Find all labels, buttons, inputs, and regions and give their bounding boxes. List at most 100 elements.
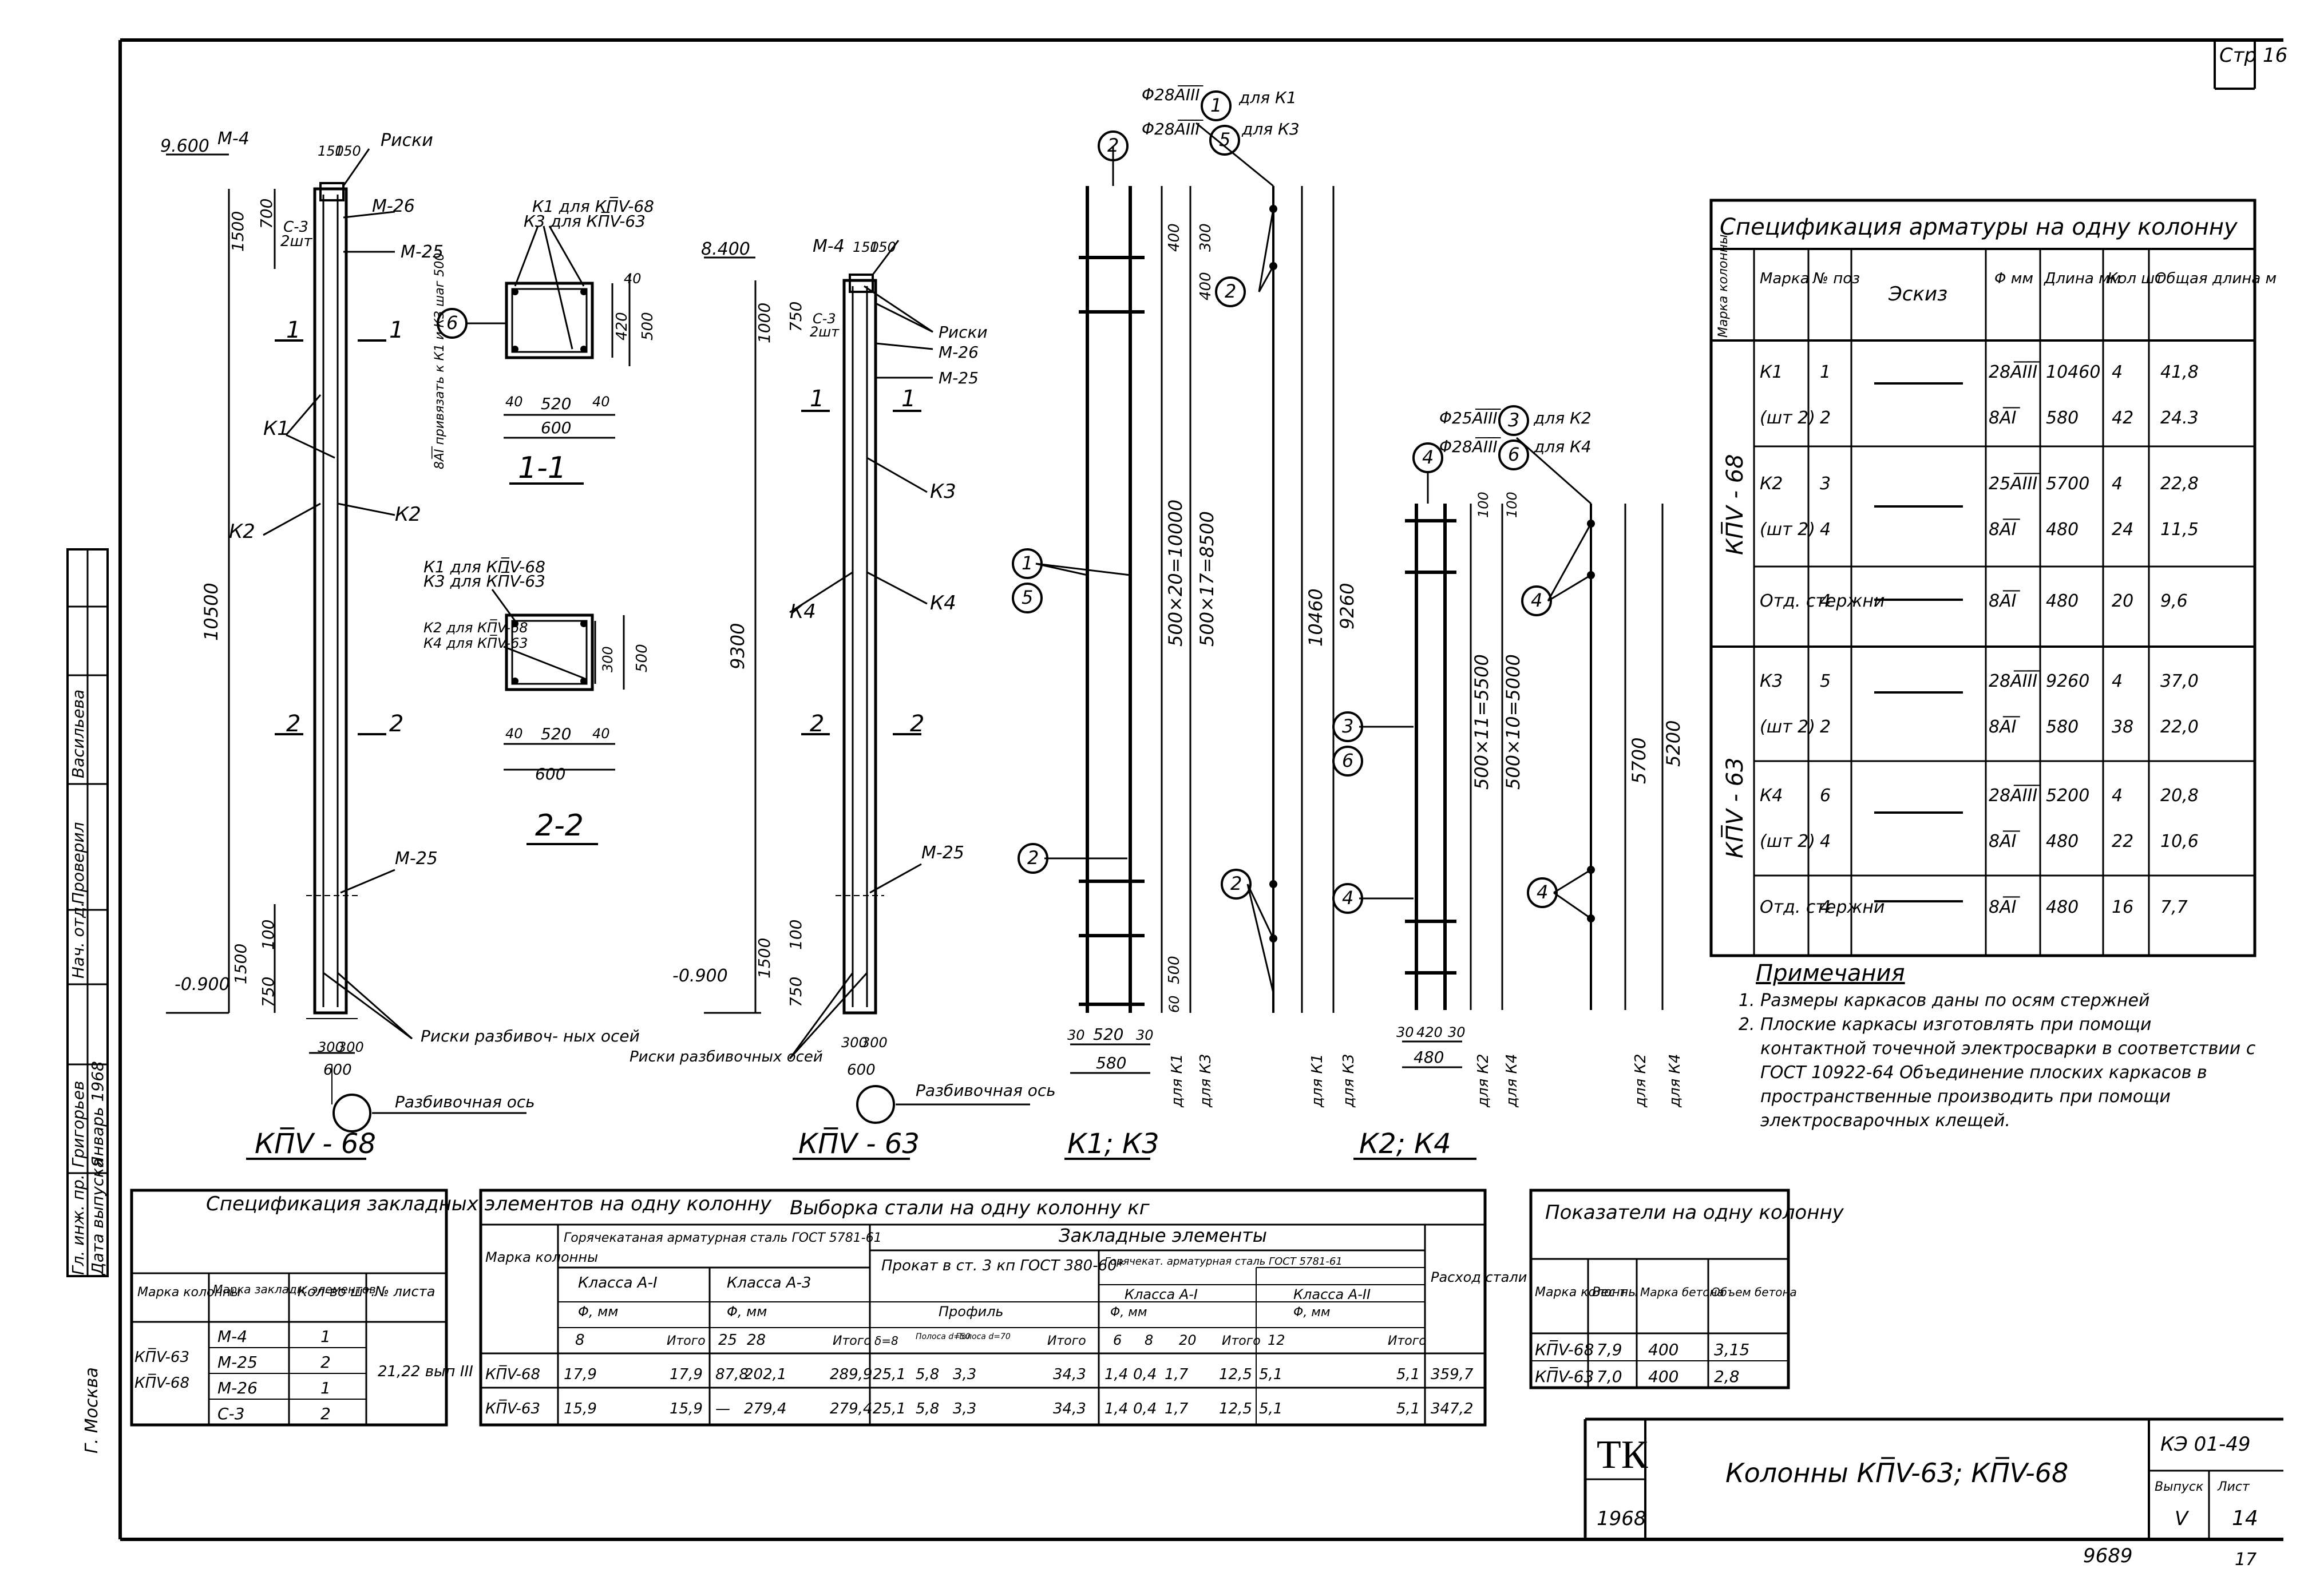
sec11-d500: 500 [639,312,656,340]
spec-rebar-cell: 22 [2112,831,2133,852]
kp63-d750b: 750 [786,977,805,1007]
k2k4-d5200: 5200 [1662,720,1684,767]
spec-embedded-title: Спецификация закладных элементов на одну… [206,1193,772,1215]
spec-rebar-h3: Эскиз [1888,283,1947,306]
k2k4-d30a: 30 [1396,1024,1414,1040]
indicators-cell: КП̅V-68 [1535,1340,1594,1359]
spec-rebar-cell: К4 [1760,786,1783,806]
spec-embedded-table [130,1189,448,1427]
k2k4-d30b: 30 [1448,1024,1466,1040]
steel-h-hot2: Горячекат. арматурная сталь ГОСТ 5781-61 [1104,1256,1343,1268]
k1k3-p1: 1 [1210,94,1222,116]
steel-h-a1b: Класса А-I [1125,1286,1198,1302]
k1k3-caption: К1; К3 [1067,1128,1159,1160]
spec-rebar-cell: 480 [2046,591,2079,611]
k1k3-p2d: 2 [1230,873,1242,894]
steel-h-a2: Класса А-II [1293,1286,1371,1302]
spec-rebar-h6: Кол шт [2107,270,2164,287]
steel-cell: 1,4 [1104,1366,1128,1383]
stamp-nach: Нач. отд. [69,902,88,979]
steel-h-phi-a: Φ, мм [578,1304,618,1320]
spec-rebar-cell: 8А̅I̅ [1989,518,2021,540]
k1k3-for-k3b: для К3 [1340,1054,1357,1108]
notes: Примечания Размеры каркасов даны по осям… [1745,961,2261,1133]
sec22-caption: 2-2 [535,809,584,843]
spec-rebar-cell: 41,8 [2160,362,2199,382]
steel-cell: 5,1 [1396,1366,1420,1383]
steel-cell: 17,9 [670,1366,703,1383]
kp63-d300b: 300 [861,1035,888,1051]
column-kp68 [166,148,526,1160]
spec-rebar-cell: 9,6 [2160,591,2188,611]
sec22-d600: 600 [535,765,565,783]
spec-embedded-h1: Марка закладн. элементов [213,1282,376,1296]
spec-rebar-title: Спецификация арматуры на одну колонну [1720,214,2238,240]
k2k4-caption: К2; К4 [1359,1128,1451,1160]
steel-sub-phi-ea2: Φ, мм [1293,1305,1331,1320]
spec-embedded-qty: 2 [320,1353,331,1372]
kp68-axis: Разбивочная ось [395,1092,535,1111]
sec22-label1: К1 для КП̅V-68 [423,557,545,576]
indicators-table [1529,1189,1790,1389]
steel-cell: 1,4 [1104,1400,1128,1417]
k1k3-d500: 500 [1166,956,1183,984]
k1k3-p2a: 2 [1107,134,1119,156]
spec-rebar-cell: 20,8 [2160,786,2199,806]
spec-rebar-h2: № поз [1812,270,1860,287]
sec11-d40b: 40 [592,394,610,410]
column-kp63 [704,240,1030,1160]
section-2-2 [491,589,625,845]
stamp-gl-inzh: Гл. инж. пр. [69,1174,88,1275]
steel-cell: 5,1 [1259,1366,1282,1383]
spec-embedded-mark: М-4 [217,1327,247,1346]
steel-sub-prof: Полоса d=50 [916,1332,971,1341]
spec-rebar-cell: 16 [2112,897,2133,917]
page-label: Стр 16 [2219,44,2287,67]
spec-embedded-h2: Кол-во шт. [298,1284,375,1300]
spec-rebar-cell: К1 [1760,362,1783,382]
spec-rebar-cell: 580 [2046,717,2079,737]
spec-rebar-group-kp68: КП̅V - 68 [1721,454,1748,555]
kp63-d150b: 150 [870,239,896,255]
spec-rebar-cell: 4 [1820,591,1831,611]
steel-cell: 12,5 [1219,1366,1252,1383]
k1k3-bar5: Φ28А̅I̅I̅I̅ [1142,119,1204,138]
kp63-elev-top: 8.400 [701,239,750,259]
spec-rebar-cell: 4 [1820,897,1831,917]
spec-rebar-cell: (шт 2) [1760,408,1815,428]
spec-rebar-cell: (шт 2) [1760,831,1815,852]
title-series: КЭ 01-49 [2160,1433,2250,1456]
steel-cell: 12,5 [1219,1400,1252,1417]
k1k3-p2c: 2 [1027,847,1039,869]
sheet-frame [118,38,2283,1541]
spec-rebar-cell: 8А̅I̅ [1989,896,2021,917]
spec-embedded-mark: С-3 [217,1404,244,1423]
steel-sub-ea1: 8 [1145,1332,1153,1348]
steel-h-total: Расход стали [1431,1269,1527,1285]
kp63-axis: Разбивочная ось [916,1081,1056,1100]
spec-rebar-cell: 6 [1820,786,1831,806]
spec-rebar-table [1709,199,2256,957]
steel-h-hot: Горячекатаная арматурная сталь ГОСТ 5781… [564,1231,882,1245]
steel-table [479,1189,1487,1427]
spec-embedded-mark: М-25 [217,1353,258,1372]
sec22-d40a: 40 [505,726,523,742]
k2k4-p4d: 4 [1537,881,1548,903]
kp63-d1500: 1500 [755,938,774,979]
spec-embedded-col0: КП̅V-63 [134,1348,189,1366]
kp63-d150a: 150 [853,239,879,255]
k1k3-d300: 300 [1197,223,1214,252]
spec-rebar-cell: 28А̅I̅I̅I̅ [1989,361,2041,382]
notes-list: Размеры каркасов даны по осям стержней П… [1745,989,2261,1133]
indicators-cell: КП̅V-63 [1535,1367,1594,1386]
spec-rebar-cell: 28А̅I̅I̅I̅ [1989,785,2041,806]
k1k3-for-k1b: для К1 [1309,1054,1326,1108]
k2k4-p3: 3 [1508,409,1519,431]
k1k3-bar1: Φ28А̅I̅I̅I̅ [1142,85,1204,104]
steel-cell: 34,3 [1053,1400,1086,1417]
k2k4-p6b: 6 [1342,750,1353,771]
indicators-h1: Вес т [1592,1285,1628,1300]
